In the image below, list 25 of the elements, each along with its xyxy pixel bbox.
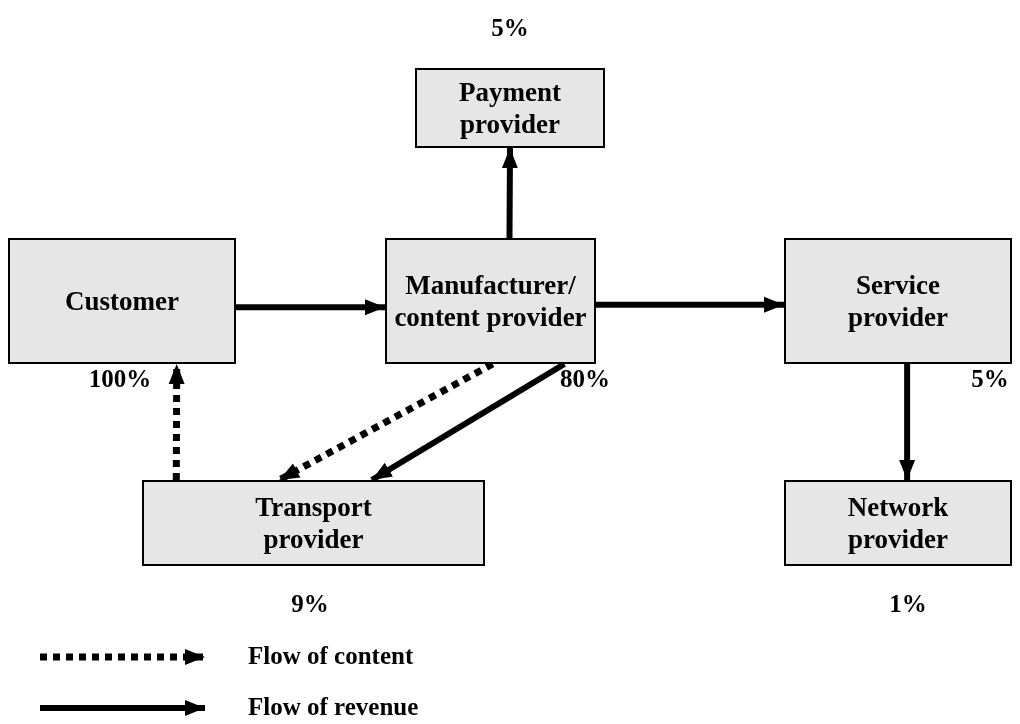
box-label: Network provider [846, 490, 950, 556]
box-label: Transport provider [254, 490, 373, 556]
box-label: Service provider [847, 268, 949, 334]
process-box [8, 238, 236, 364]
arrow [236, 299, 385, 316]
percentage-label: 80% [560, 365, 610, 393]
arrow [501, 147, 518, 239]
percentage-label: 100% [88, 365, 152, 393]
box-label: Customer [65, 284, 179, 318]
arrow [596, 296, 784, 313]
arrow [899, 364, 916, 480]
box-label: Manufacturer/ content provider [393, 268, 588, 334]
arrow [168, 364, 185, 480]
percentage-label: 5% [971, 365, 1009, 393]
percentage-label: 9% [291, 590, 329, 618]
legend-label: Flow of content [248, 642, 414, 670]
process-box [385, 238, 596, 364]
process-box [142, 480, 485, 566]
process-box [415, 68, 605, 148]
process-box [784, 480, 1012, 566]
legend-label: Flow of revenue [248, 693, 419, 721]
process-box [784, 238, 1012, 364]
percentage-label: 5% [491, 14, 529, 42]
box-label: Payment provider [458, 75, 562, 141]
percentage-label: 1% [889, 590, 927, 618]
